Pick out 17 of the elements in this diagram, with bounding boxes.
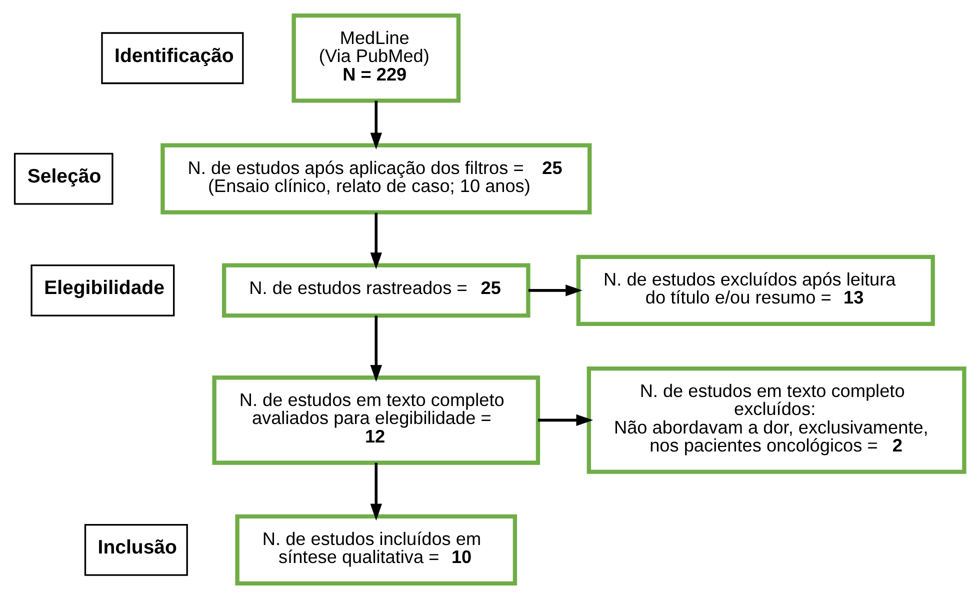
- node-box: N. de estudos após aplicação dos filtros = 25 (Ensaio clínico, relato de caso; 10 anos): [160, 143, 592, 214]
- node-box: N. de estudos excluídos após leitura do título e/ou resumo = 13: [576, 254, 934, 326]
- arrow: [528, 284, 582, 296]
- node-box: MedLine (Via PubMed) N = 229: [291, 13, 460, 103]
- node-box: N. de estudos rastreados = 25: [221, 263, 530, 318]
- node-box: Inclusão: [84, 524, 188, 576]
- arrow: [538, 414, 593, 426]
- arrow: [370, 100, 382, 150]
- node-box: N. de estudos em texto completo avaliados para elegibilidade = 12: [212, 376, 540, 465]
- node-box: N. de estudos em texto completo excluídos: Não abordavam a dor, exclusivamente, nos pacientes oncológicos = 2: [586, 366, 966, 474]
- node-box: Seleção: [13, 152, 113, 205]
- node-box: N. de estudos incluídos em síntese qualitativa = 10: [234, 514, 517, 586]
- arrow: [370, 316, 382, 382]
- node-box: Identificação: [100, 32, 244, 84]
- node-box: Elegibilidade: [30, 264, 174, 316]
- arrow: [370, 212, 382, 270]
- arrow: [370, 462, 382, 521]
